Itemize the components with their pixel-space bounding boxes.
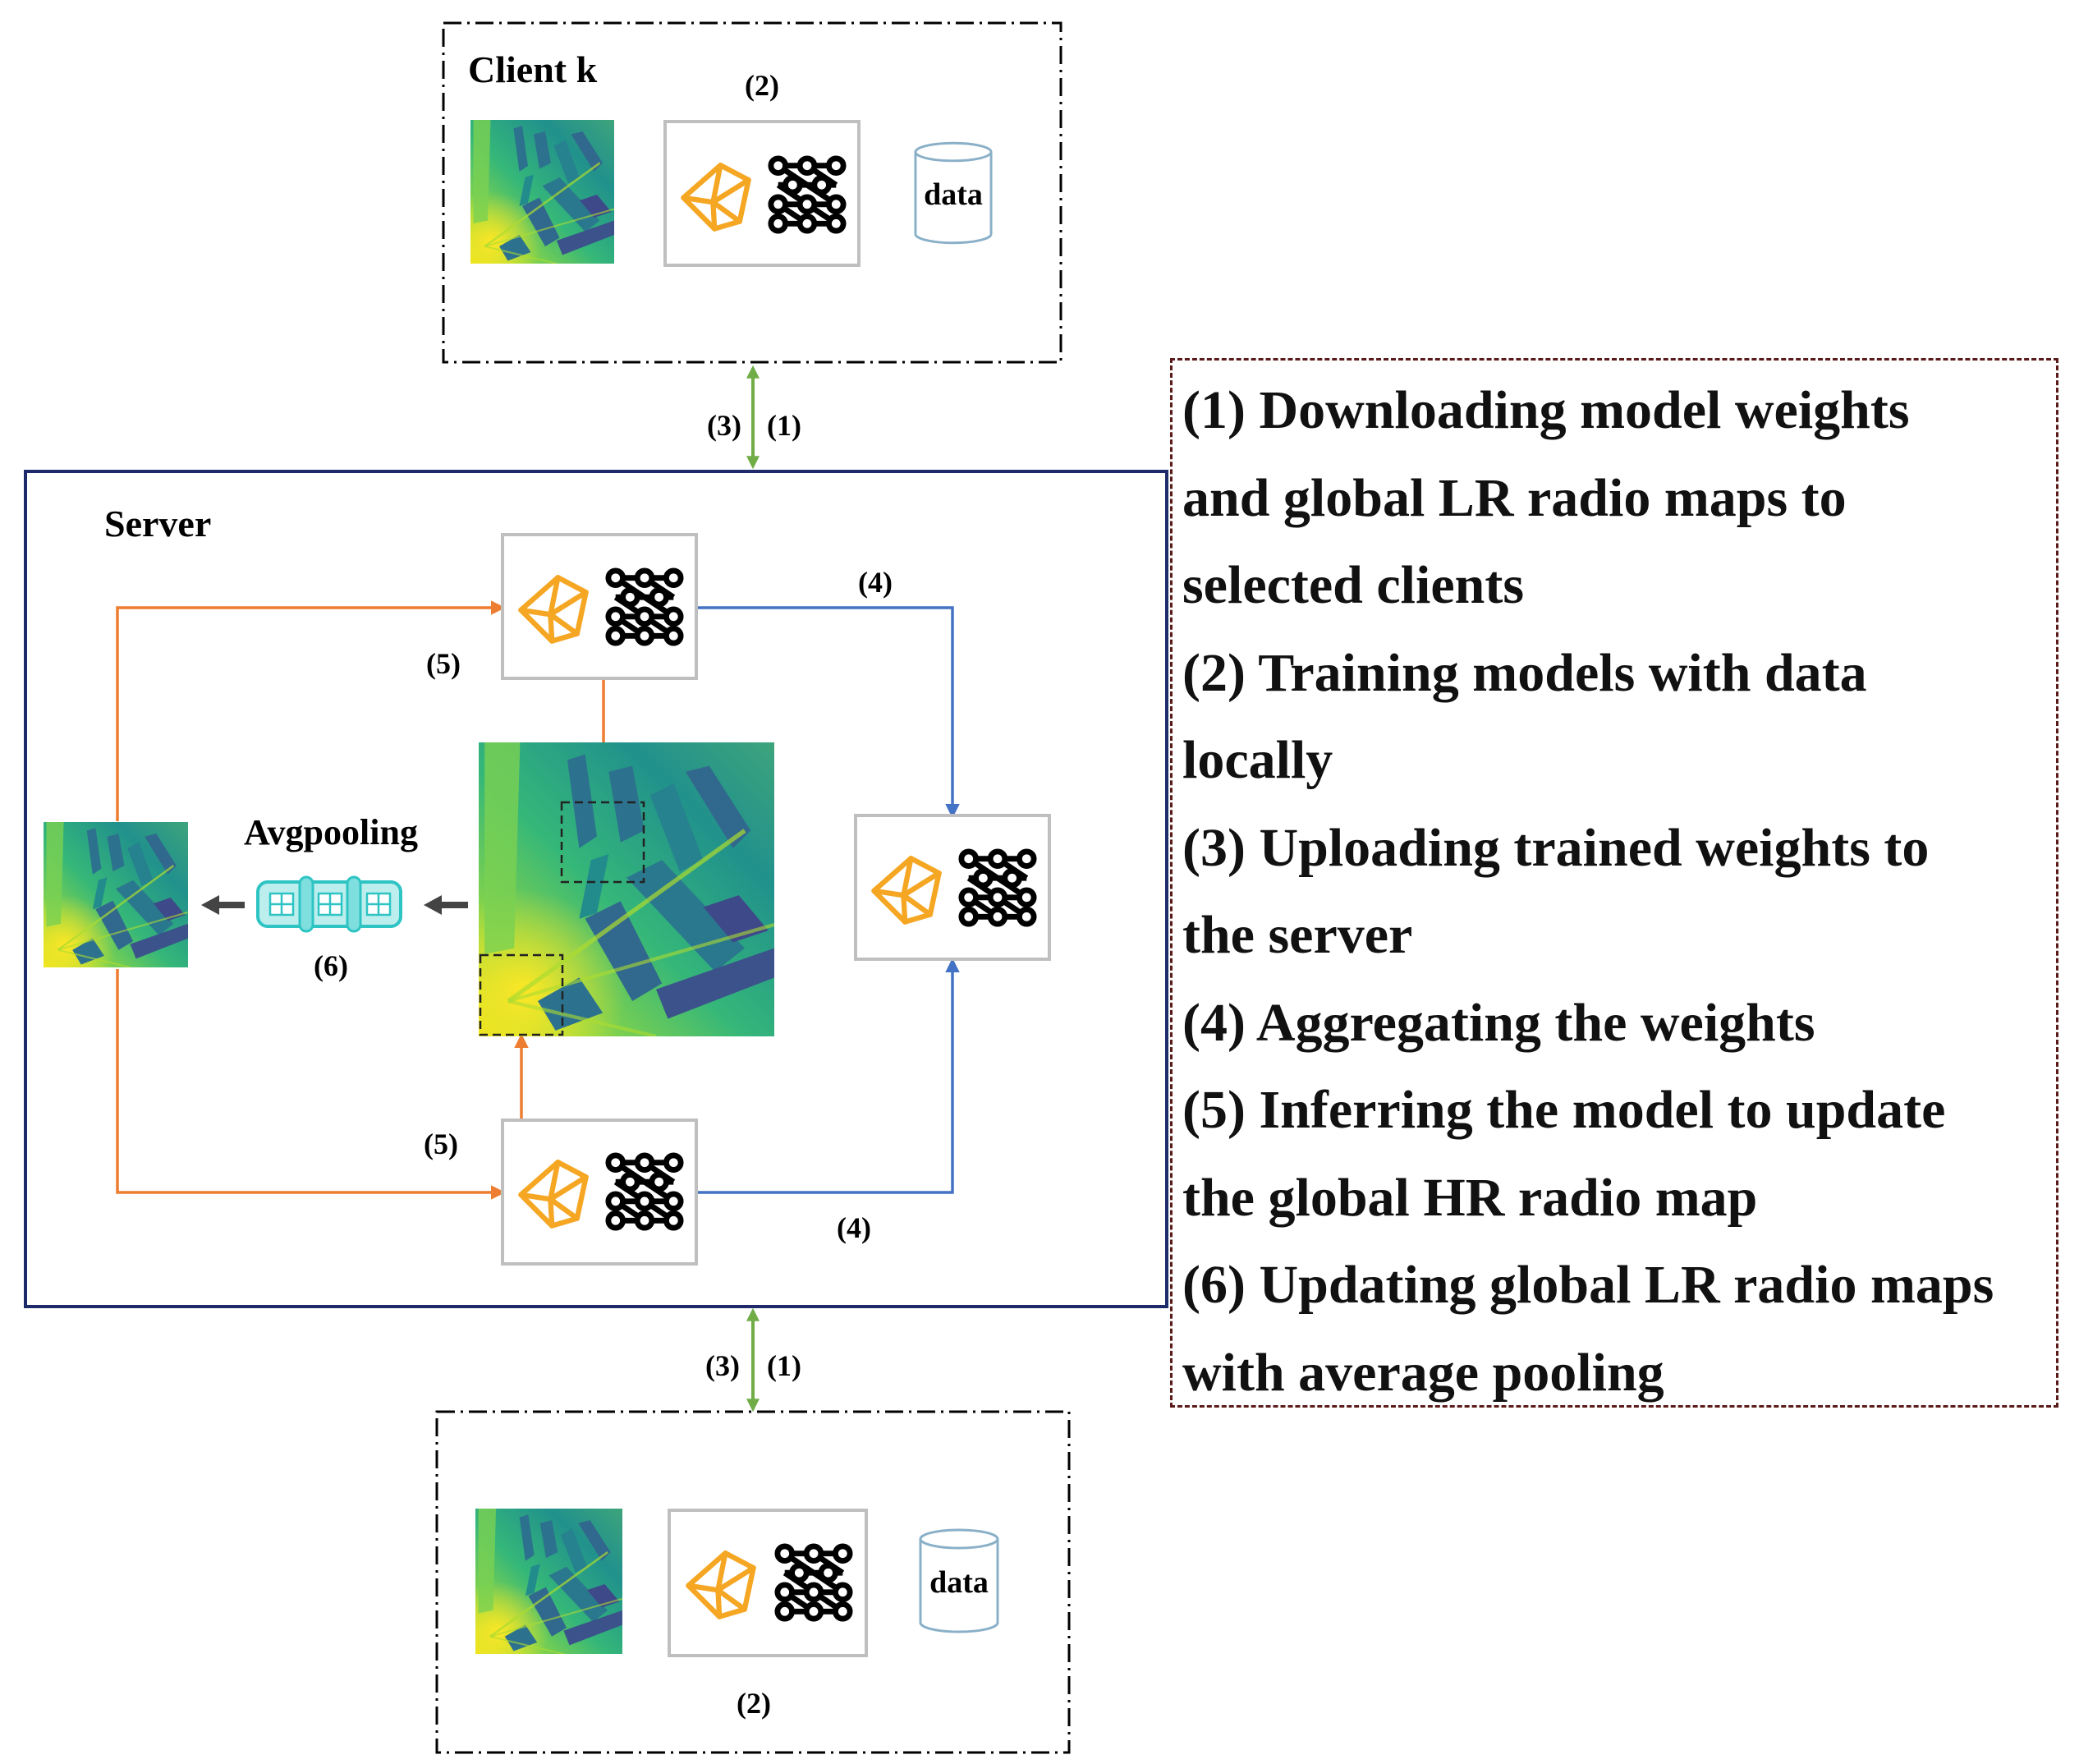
- client-top-data-label: data: [924, 177, 983, 212]
- legend-line: locally: [1182, 730, 1333, 790]
- step4-bottom-label: (4): [837, 1211, 871, 1244]
- pooling-layer-icon: [256, 875, 402, 933]
- link-top-left-label: (3): [707, 409, 741, 442]
- link-bottom: (3) (1): [705, 1307, 801, 1413]
- legend-line: (2) Training models with data: [1182, 642, 1867, 703]
- pooling-arrows: [201, 895, 468, 915]
- arrow-pool-to-lr: [201, 895, 245, 915]
- client-top-model-box: [663, 120, 861, 267]
- avgpooling-label: Avgpooling: [244, 812, 418, 852]
- client-top-radio-map: [470, 120, 614, 264]
- legend-line: the global HR radio map: [1182, 1167, 1758, 1228]
- arrow-lr-to-top-model: [116, 600, 506, 821]
- legend-box: (1) Downloading model weights and global…: [1170, 358, 2058, 1408]
- arrow-bottom-to-aggregate: [696, 958, 960, 1194]
- hr-patch-top: [560, 801, 645, 884]
- client-bottom-step-label: (2): [737, 1687, 771, 1720]
- client-bottom-box: [435, 1410, 1071, 1754]
- server-aggregated-model-box: [854, 814, 1051, 961]
- step5-top-label: (5): [426, 647, 461, 680]
- step6-label: (6): [314, 949, 348, 982]
- aggregation-arrows: [696, 606, 960, 1194]
- legend-line: and global LR radio maps to: [1182, 467, 1847, 528]
- link-bottom-right-label: (1): [767, 1349, 801, 1382]
- legend-line: (6) Updating global LR radio maps: [1182, 1255, 1994, 1315]
- link-top: (3) (1): [707, 365, 801, 470]
- client-bottom-radio-map: [475, 1509, 622, 1654]
- legend-line: (3) Uploading trained weights to: [1182, 817, 1930, 878]
- client-top-group: Client k (2) data: [442, 21, 1062, 364]
- legend-line: (4) Aggregating the weights: [1182, 992, 1815, 1053]
- client-bottom-data-label: data: [929, 1565, 989, 1600]
- server-title: Server: [104, 503, 211, 544]
- step5-bottom-label: (5): [424, 1128, 458, 1160]
- arrow-lr-to-bottom-model: [116, 969, 506, 1200]
- arrow-top-to-aggregate: [696, 606, 960, 819]
- client-top-step-label: (2): [745, 69, 779, 102]
- legend-line: the server: [1182, 905, 1413, 965]
- legend-line: (5) Inferring the model to update: [1182, 1080, 1946, 1140]
- hr-patch-bottom: [479, 953, 564, 1036]
- server-bottom-model-box: [501, 1119, 698, 1266]
- server-box: [24, 470, 1168, 1308]
- link-bottom-left-label: (3): [705, 1349, 740, 1382]
- client-top-title: Client k: [468, 48, 598, 90]
- client-top-box: [442, 21, 1062, 364]
- legend-list: (1) Downloading model weights and global…: [1182, 367, 2061, 1417]
- global-hr-radio-map: [479, 742, 774, 1036]
- server-group: Server Avgpooling: [24, 470, 1168, 1308]
- arrow-hr-to-pool: [424, 895, 468, 915]
- legend-line: selected clients: [1182, 555, 1525, 615]
- link-top-right-label: (1): [767, 409, 801, 442]
- step4-top-label: (4): [858, 566, 893, 599]
- server-top-model-box: [501, 533, 698, 680]
- legend-line: with average pooling: [1182, 1342, 1664, 1403]
- client-bottom-model-box: [668, 1509, 868, 1657]
- global-lr-radio-map: [44, 822, 188, 967]
- legend-line: (1) Downloading model weights: [1182, 380, 1910, 440]
- client-bottom-group: data (2): [435, 1410, 1071, 1754]
